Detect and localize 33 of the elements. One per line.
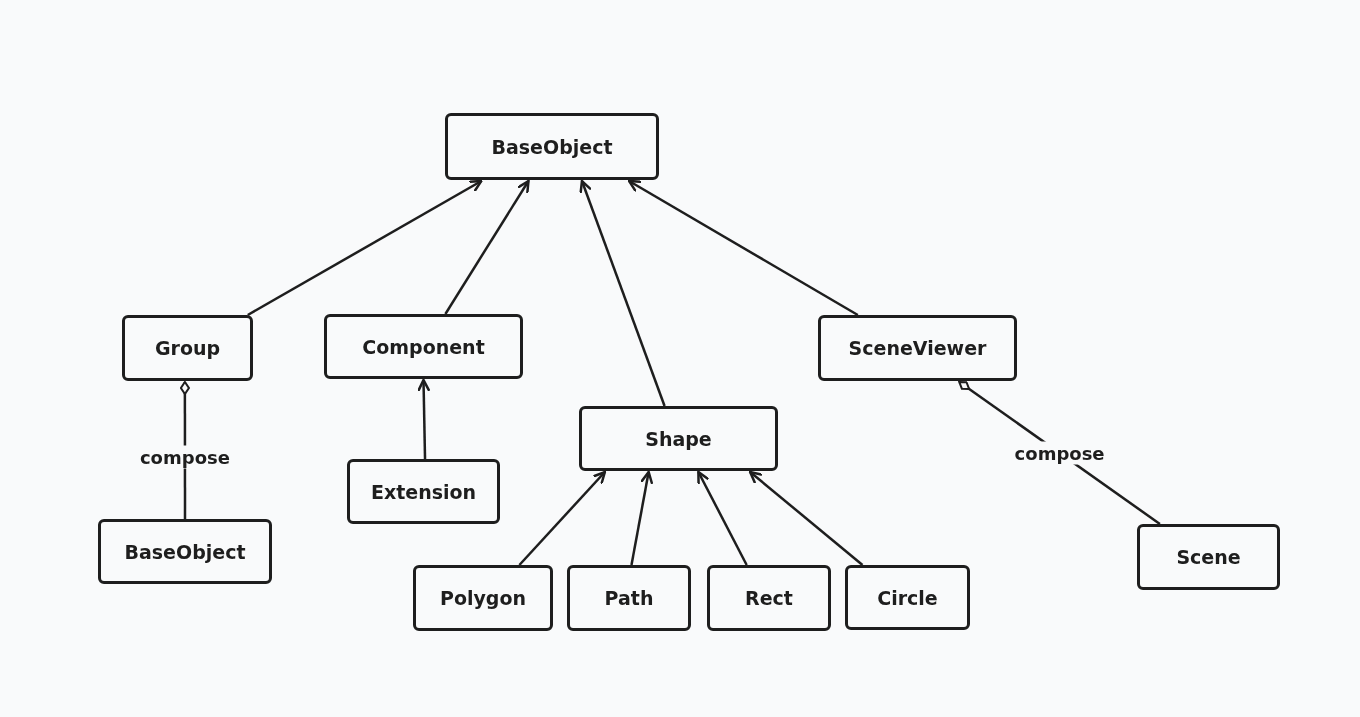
class-name: BaseObject xyxy=(491,135,613,158)
class-box xyxy=(413,565,553,631)
class-box xyxy=(818,315,1017,381)
class-name: Scene xyxy=(1176,546,1241,568)
class-box xyxy=(845,565,970,630)
inheritance-arrow xyxy=(697,470,748,566)
class-box xyxy=(347,459,500,524)
inheritance-arrow xyxy=(579,179,666,407)
class-box xyxy=(122,315,253,381)
class-name: Shape xyxy=(645,427,712,450)
inheritance-arrow xyxy=(748,470,864,566)
class-name: Path xyxy=(604,587,654,609)
class-box xyxy=(98,519,272,584)
inheritance-arrow xyxy=(627,179,859,317)
inheritance-arrow xyxy=(518,470,607,566)
class-name: Rect xyxy=(745,587,793,609)
class-name: Group xyxy=(154,337,221,359)
class-box xyxy=(707,565,831,631)
inheritance-arrow xyxy=(247,179,483,317)
class-box xyxy=(1137,524,1280,590)
class-name: Extension xyxy=(370,480,477,503)
class-name: Component xyxy=(362,335,485,358)
class-name: BaseObject xyxy=(124,540,246,563)
inheritance-arrow xyxy=(630,470,653,566)
class-name: Polygon xyxy=(439,587,527,609)
class-box xyxy=(579,406,778,471)
class-name: SceneViewer xyxy=(848,337,987,359)
inheritance-arrow xyxy=(444,179,530,315)
class-box xyxy=(445,113,659,180)
inheritance-arrow xyxy=(417,378,430,460)
class-name: Circle xyxy=(877,586,938,609)
class-box xyxy=(324,314,523,379)
class-box xyxy=(567,565,691,631)
